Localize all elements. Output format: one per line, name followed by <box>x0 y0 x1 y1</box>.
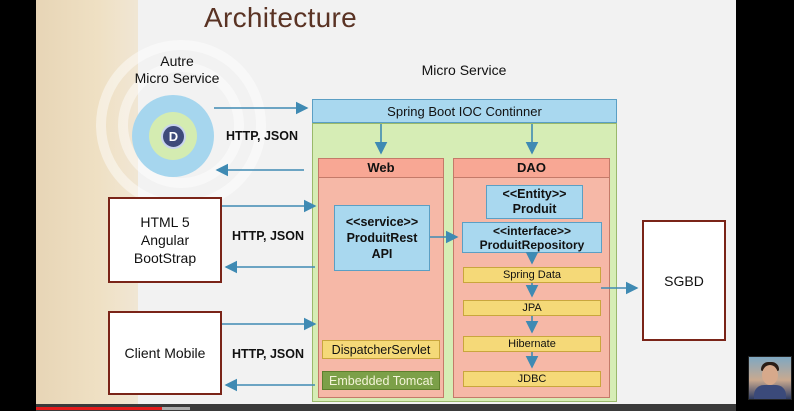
service-name: API <box>371 247 393 261</box>
hibernate-layer: Hibernate <box>463 336 601 352</box>
dao-layer-title: DAO <box>454 159 609 178</box>
decorative-ring <box>118 62 244 188</box>
spring-data-layer: Spring Data <box>463 267 601 283</box>
webcam-detail <box>762 365 778 385</box>
diagram-arrows <box>214 101 639 392</box>
container-label: Spring Boot IOC Continner <box>387 103 542 119</box>
entity-name: Produit <box>512 202 557 216</box>
spring-boot-container: Spring Boot IOC Continner <box>312 99 617 123</box>
client-mobile-label: Client Mobile <box>124 345 206 361</box>
slide-title: Architecture <box>204 2 357 33</box>
entity-stereotype: <<Entity>> <box>502 187 567 201</box>
letterbox-left <box>0 0 36 411</box>
html5-line: HTML 5 <box>140 214 190 230</box>
autre-label-line: Autre <box>160 53 194 69</box>
video-progress-bar[interactable] <box>36 404 736 411</box>
architecture-slide: Architecture Autre Micro Service Micro S… <box>36 0 736 404</box>
video-buffer-bar <box>162 407 190 410</box>
html5-client-box: HTML 5 Angular BootStrap <box>108 197 222 283</box>
jdbc-layer: JDBC <box>463 371 601 387</box>
letterbox-right <box>736 0 794 411</box>
protocol-label-mid: HTTP, JSON <box>231 229 304 243</box>
sgbd-box: SGBD <box>642 220 726 341</box>
autre-label-line: Micro Service <box>134 70 220 86</box>
service-stereotype: <<service>> <box>345 215 419 229</box>
autre-micro-service-label: Autre Micro Service <box>122 53 232 87</box>
dispatcher-servlet: DispatcherServlet <box>322 340 440 359</box>
sgbd-label: SGBD <box>664 272 704 289</box>
repository-stereotype: <<interface>> <box>492 223 572 238</box>
entity-component: <<Entity>> Produit <box>486 185 583 219</box>
jpa-layer: JPA <box>463 300 601 316</box>
micro-service-label: Micro Service <box>421 62 507 78</box>
html5-line: BootStrap <box>133 250 197 266</box>
html5-line: Angular <box>140 232 190 248</box>
webcam-detail <box>754 385 786 399</box>
service-name: ProduitRest <box>346 231 418 245</box>
video-played-bar <box>36 407 162 410</box>
web-layer-title: Web <box>319 159 443 178</box>
repository-name: ProduitRepository <box>479 237 585 252</box>
docker-node-icon: D <box>161 124 186 149</box>
client-mobile-box: Client Mobile <box>108 311 222 395</box>
service-component: <<service>> ProduitRest API <box>334 205 430 271</box>
protocol-label-bottom: HTTP, JSON <box>231 347 304 361</box>
protocol-label-top: HTTP, JSON <box>225 129 298 143</box>
embedded-tomcat: Embedded Tomcat <box>322 371 440 390</box>
presenter-webcam-thumbnail <box>748 356 792 400</box>
